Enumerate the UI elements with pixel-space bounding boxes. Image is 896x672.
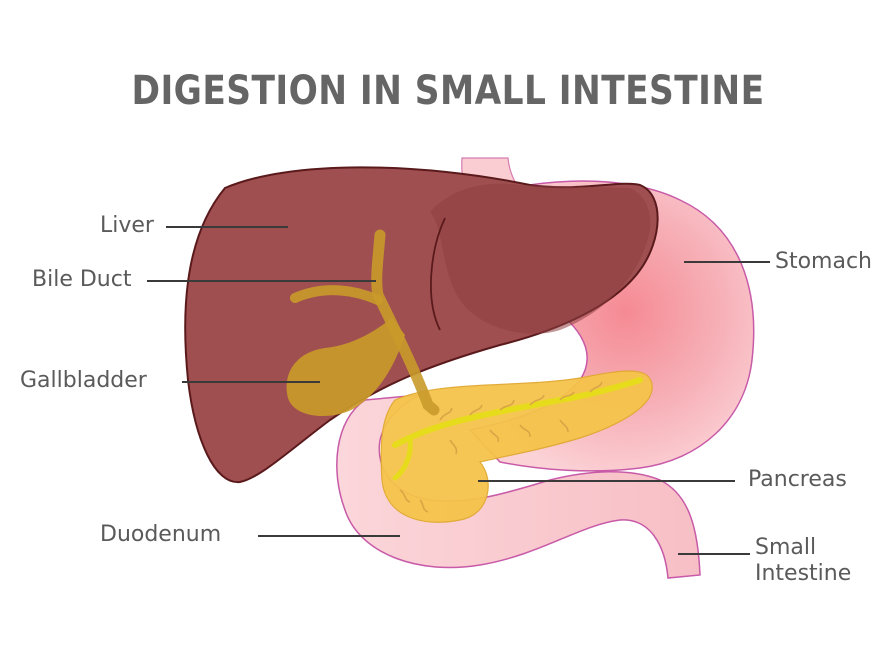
label-gallbladder: Gallbladder (20, 368, 147, 393)
bile-duct-gallbladder (286, 229, 440, 417)
diagram-title: DIGESTION IN SMALL INTESTINE (131, 68, 765, 114)
label-small-intestine-line2: Intestine (755, 561, 852, 586)
label-bile-duct: Bile Duct (32, 267, 132, 292)
label-small-intestine-line1: Small (755, 535, 817, 560)
label-stomach: Stomach (775, 249, 873, 274)
label-liver: Liver (100, 213, 154, 238)
pancreas (380, 370, 653, 523)
label-duodenum: Duodenum (100, 522, 222, 547)
leader-lines (147, 226, 770, 555)
label-pancreas: Pancreas (748, 467, 847, 492)
